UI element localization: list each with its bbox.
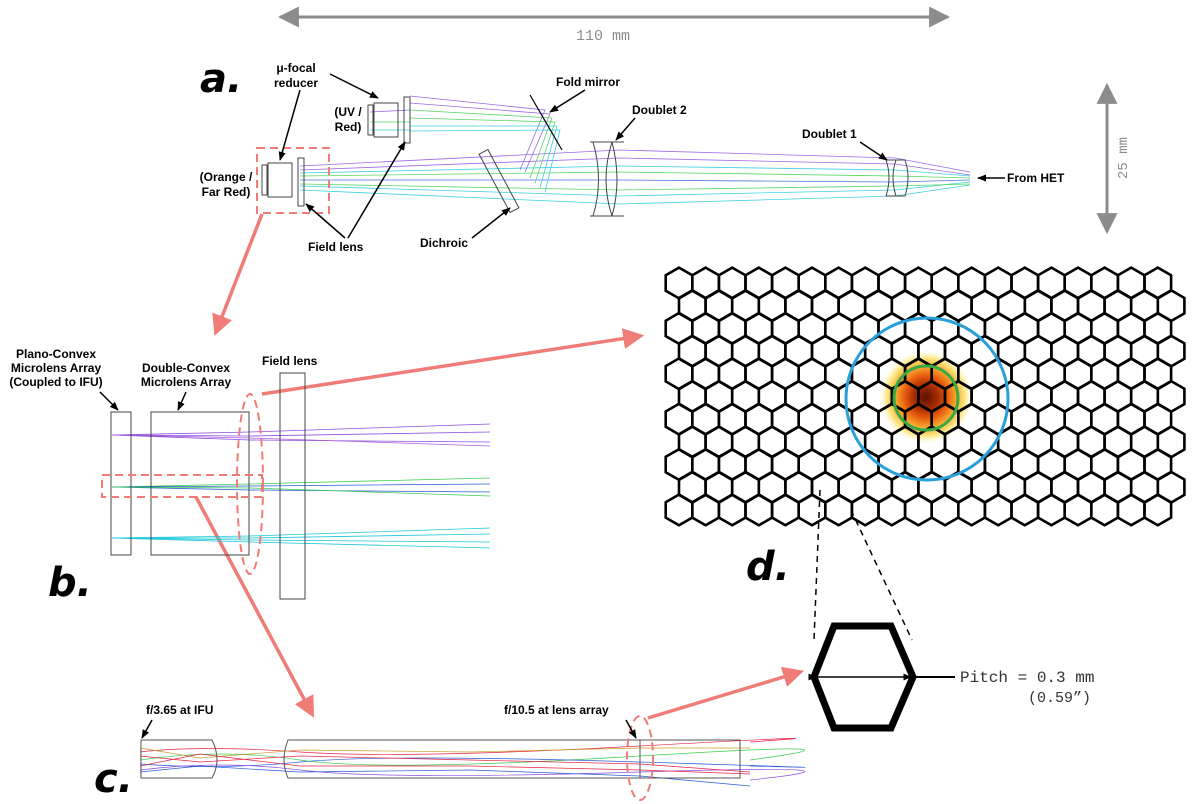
field-lens-label-a: Field lens xyxy=(308,240,364,254)
fiber-hex xyxy=(1010,492,1040,527)
connector-a-to-b xyxy=(212,213,264,336)
fiber-hex xyxy=(1143,492,1173,527)
pitch-arcsec-label: (0.59”) xyxy=(1028,690,1091,707)
from-het-label: From HET xyxy=(1007,171,1065,185)
fiber-hex xyxy=(877,492,907,527)
panel-d-layout: Pitch = 0.3 mm (0.59”) xyxy=(664,266,1186,732)
micro-focal-label-1: μ-focal xyxy=(276,61,315,75)
fiber-hex xyxy=(744,492,774,527)
connector-arrows xyxy=(194,213,805,720)
outer-circle xyxy=(844,316,1010,482)
orange-label-1: (Orange / xyxy=(200,170,253,184)
fiber-hex xyxy=(930,492,960,527)
height-label: 25 mm xyxy=(1116,137,1132,179)
fiber-hex xyxy=(664,492,694,527)
panel-c-rays xyxy=(139,737,806,787)
double-convex-label-1: Double-Convex xyxy=(142,361,230,375)
connector-b-to-d xyxy=(261,328,645,396)
fiber-hex xyxy=(983,492,1013,527)
field-lens-label-b: Field lens xyxy=(262,354,318,368)
micro-focal-label-2: reducer xyxy=(274,76,318,90)
panel-label-b: b. xyxy=(48,560,92,606)
panel-label-d: d. xyxy=(746,544,790,590)
fiber-hex xyxy=(1116,492,1146,527)
panel-c-optics xyxy=(140,739,741,779)
connector-b-to-c xyxy=(194,496,314,718)
panel-b-leaders xyxy=(99,391,187,411)
panel-a-optics xyxy=(261,94,909,217)
doublet1-label: Doublet 1 xyxy=(802,127,857,141)
hex-grid xyxy=(664,266,1186,527)
fiber-hex xyxy=(1090,492,1120,527)
fiber-hex xyxy=(717,492,747,527)
uv-red-label-2: Red) xyxy=(335,120,362,134)
width-label: 110 mm xyxy=(576,28,630,45)
f-ifu-label: f/3.65 at IFU xyxy=(146,703,213,717)
fiber-hex xyxy=(903,492,934,527)
fiber-hex xyxy=(690,492,721,527)
panel-b-layout: Plano-Convex Microlens Array (Coupled to… xyxy=(9,347,491,600)
fiber-hex xyxy=(823,492,854,527)
f-lens-label: f/10.5 at lens array xyxy=(504,703,609,717)
fold-mirror-label: Fold mirror xyxy=(556,75,620,89)
plano-convex-label-3: (Coupled to IFU) xyxy=(9,375,102,389)
double-convex-label-2: Microlens Array xyxy=(141,375,232,389)
fiber-hex xyxy=(770,492,801,527)
height-dimension: 25 mm xyxy=(1096,82,1132,235)
panel-a-rays-lower xyxy=(299,95,971,205)
inner-circle xyxy=(892,364,960,432)
panel-b-optics xyxy=(110,372,306,600)
connector-c-to-pitch xyxy=(647,666,805,720)
uv-red-label-1: (UV / xyxy=(334,105,362,119)
fiber-hex xyxy=(797,492,827,527)
panel-a-leaders xyxy=(278,73,1005,239)
fiber-hex xyxy=(1036,492,1066,527)
panel-label-a: a. xyxy=(200,56,242,102)
fiber-hex xyxy=(956,492,987,527)
plano-convex-label-2: Microlens Array xyxy=(11,361,102,375)
panel-a-highlight-box xyxy=(256,147,330,214)
dichroic-label: Dichroic xyxy=(420,236,468,250)
panel-b-rays xyxy=(111,423,491,549)
panel-c-layout: f/3.65 at IFU f/10.5 at lens array xyxy=(139,703,806,801)
pitch-label: Pitch = 0.3 mm xyxy=(960,669,1094,687)
panel-c-highlight-ellipse xyxy=(626,715,654,801)
doublet2-label: Doublet 2 xyxy=(632,103,687,117)
panel-a-layout: μ-focal reducer Fold mirror Doublet 2 Do… xyxy=(200,61,1065,254)
zoomed-hexagon: Pitch = 0.3 mm (0.59”) xyxy=(808,622,1094,732)
zoom-lines xyxy=(813,489,913,641)
panel-label-c: c. xyxy=(94,756,133,802)
width-dimension: 110 mm xyxy=(277,6,951,45)
plano-convex-label-1: Plano-Convex xyxy=(16,347,96,361)
fiber-hex xyxy=(1063,492,1093,527)
panel-c-leaders xyxy=(141,719,637,739)
orange-label-2: Far Red) xyxy=(202,185,251,199)
panel-b-highlight-box xyxy=(101,474,263,498)
